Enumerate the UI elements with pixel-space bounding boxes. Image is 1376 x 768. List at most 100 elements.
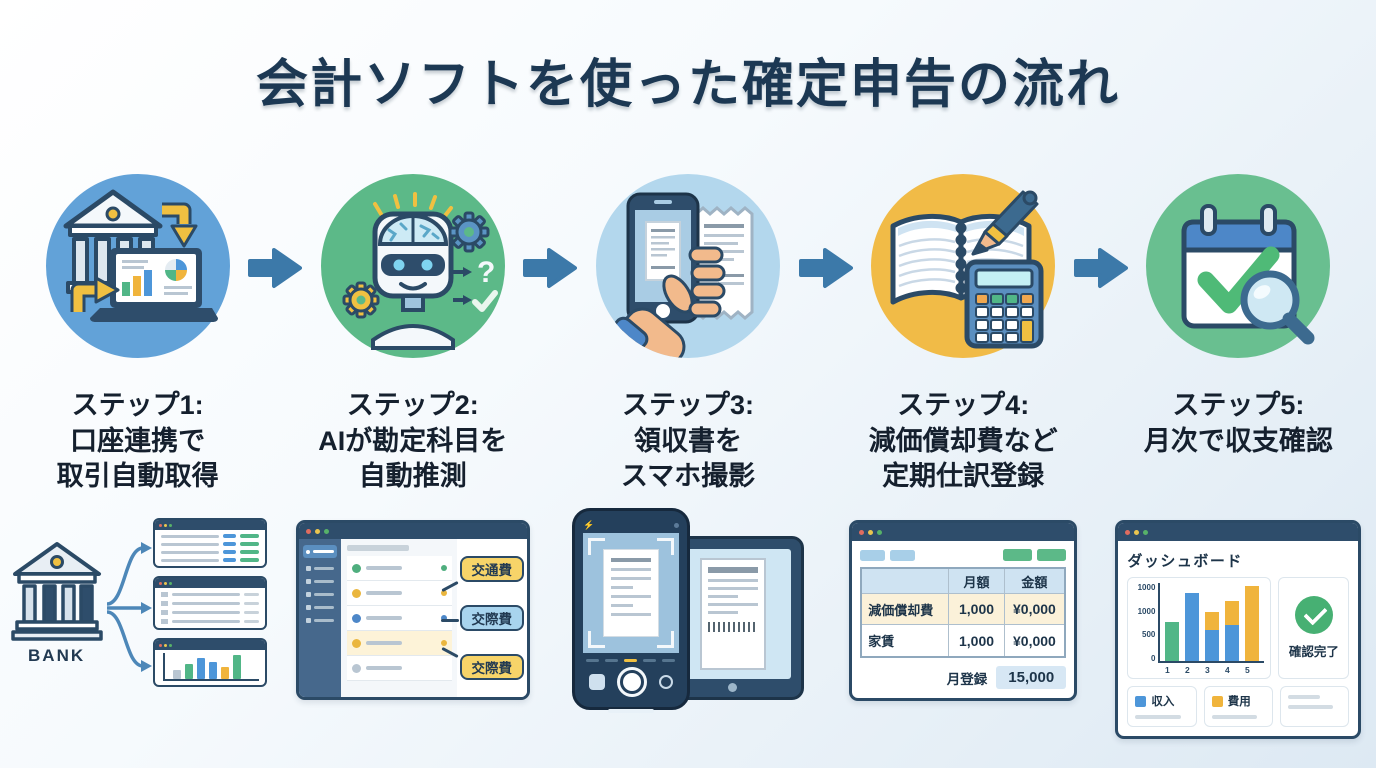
flow-arrow-icon [798, 246, 853, 290]
list-item [346, 656, 452, 681]
status-card: 確認完了 [1278, 577, 1350, 679]
shutter-button [616, 667, 647, 697]
expense-swatch-icon [1211, 695, 1223, 707]
step-label-3: ステップ3:領収書をスマホ撮影 [620, 390, 756, 492]
receipt-preview [602, 549, 659, 637]
journal-header-row: 月額 金額 [862, 569, 1065, 594]
barcode-icon [707, 622, 758, 632]
list-item [346, 581, 452, 606]
toolbar-button [1037, 549, 1067, 561]
journal-window: 月額 金額 減価償却費 1,000 ¥0,000 家賃 1,000 ¥0,000… [849, 520, 1078, 701]
minimize-icon [314, 528, 320, 534]
chart-window [152, 638, 267, 687]
toolbar-button [860, 549, 886, 561]
legend-item-expense: 費用 [1203, 686, 1274, 727]
legend-item-income: 収入 [1127, 686, 1197, 727]
step-labels: ステップ1:口座連携で取引自動取得 ステップ2:AIが勘定科目を自動推測 ステッ… [0, 388, 1376, 495]
list-item [346, 556, 452, 581]
expense-tag: 交際費 [459, 604, 524, 631]
list-item [346, 606, 452, 631]
expense-tags: 交通費 交際費 交際費 [456, 539, 527, 697]
receipt [699, 558, 766, 670]
step-label-2: ステップ2:AIが勘定科目を自動推測 [318, 390, 508, 492]
journal-table: 月額 金額 減価償却費 1,000 ¥0,000 家賃 1,000 ¥0,000 [860, 567, 1067, 658]
transaction-list [340, 539, 457, 697]
expense-tag: 交際費 [459, 653, 524, 680]
journal-footer: 月登録 15,000 [852, 658, 1074, 698]
ledger-calculator-icon [871, 174, 1056, 358]
ledger-book-icon [890, 213, 1032, 305]
calculator-icon [964, 259, 1044, 349]
pen-icon [971, 190, 1039, 256]
footer-value: 15,000 [996, 666, 1067, 689]
camera-dot-icon [673, 522, 679, 528]
ai-robot-icon: ? [320, 174, 505, 358]
page-title: 会計ソフトを使った確定申告の流れ [255, 56, 1120, 114]
check-icon [1197, 246, 1280, 314]
toolbar-button [1003, 549, 1033, 561]
steps-flow: ? [0, 170, 1376, 370]
bank-sync-icon [45, 174, 230, 358]
mini-bar-chart [162, 653, 259, 681]
data-flow-arrows [106, 541, 152, 672]
close-icon [1125, 529, 1131, 535]
categorize-window: 交通費 交際費 交際費 [295, 520, 530, 700]
list-item [346, 631, 452, 656]
laptop-chart-icon [89, 248, 218, 322]
magnifier-icon [1240, 270, 1315, 345]
minimize-icon [868, 529, 874, 535]
smartphone: ⚡ [571, 508, 690, 713]
gallery-thumbnail [588, 674, 605, 690]
close-icon [859, 529, 865, 535]
gear-icon [342, 281, 380, 319]
footer-label: 月登録 [946, 671, 988, 687]
ledger-list-window [152, 576, 267, 630]
bank-link-illustration: BANK [9, 518, 267, 687]
check-circle-icon [1294, 596, 1333, 634]
maximize-icon [877, 529, 883, 535]
maximize-icon [323, 528, 329, 534]
income-swatch-icon [1135, 695, 1147, 707]
home-button [728, 683, 738, 692]
placeholder-card [1280, 686, 1350, 727]
transactions-window [152, 518, 267, 568]
bank-icon [10, 541, 103, 641]
toolbar-button [890, 549, 916, 561]
step-label-5: ステップ5:月次で収支確認 [1143, 390, 1333, 456]
close-icon [305, 528, 311, 534]
question-mark-icon: ? [477, 256, 495, 289]
dashboard-chart-bars [1158, 583, 1265, 663]
robot-visor [380, 254, 445, 276]
gear-icon [448, 211, 490, 253]
expense-tag: 交通費 [459, 556, 524, 583]
journal-row: 家賃 1,000 ¥0,000 [862, 625, 1064, 656]
calendar-check-icon [1146, 174, 1331, 358]
window-titlebar [852, 523, 1075, 541]
sync-arrow-icon [70, 202, 198, 312]
guess-arrows [452, 267, 472, 305]
window-titlebar [298, 523, 527, 539]
check-icon [471, 290, 498, 312]
window-titlebar [1118, 523, 1359, 541]
sidebar-item-active [302, 545, 337, 558]
journal-row: 減価償却費 1,000 ¥0,000 [862, 594, 1065, 625]
step-label-4: ステップ4:減価償却費など定期仕訳登録 [868, 390, 1058, 492]
camera-viewfinder [582, 533, 679, 653]
status-label: 確認完了 [1288, 645, 1339, 659]
step-label-1: ステップ1:口座連携で取引自動取得 [56, 390, 219, 492]
phone-receipt-icon [595, 174, 780, 358]
flow-arrow-icon [523, 246, 578, 290]
sidebar [298, 539, 341, 697]
bank-label: BANK [28, 645, 86, 665]
flip-camera-icon [658, 675, 673, 689]
flash-icon: ⚡ [582, 519, 595, 530]
dashboard-title: ダッシュボード [1127, 553, 1243, 570]
detail-panels: BANK [0, 508, 1376, 739]
flow-arrow-icon [1073, 246, 1128, 290]
flow-arrow-icon [248, 246, 303, 290]
journal-toolbar [852, 541, 1074, 567]
